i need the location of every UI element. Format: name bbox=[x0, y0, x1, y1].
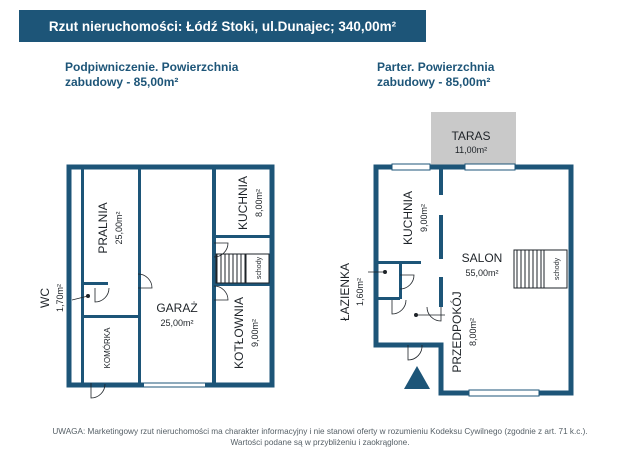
pralnia-area: 25,00m² bbox=[114, 211, 124, 244]
basement-kuchnia-label: KUCHNIA bbox=[236, 176, 250, 230]
ground-floor-heading: Parter. Powierzchnia zabudowy - 85,00m² bbox=[377, 60, 587, 90]
wc-leader-dot bbox=[86, 294, 90, 298]
basement-schody-label: schody bbox=[256, 256, 263, 279]
kotlownia-label: KOTŁOWNIA bbox=[232, 297, 246, 369]
disclaimer-line2: Wartości podane są w przybliżeniu i zaok… bbox=[230, 438, 410, 447]
garage-door-hatch bbox=[144, 382, 205, 388]
lazienka-area: 1,60m² bbox=[355, 278, 365, 306]
basement-heading-line1: Podpiwniczenie. Powierzchnia bbox=[65, 60, 239, 74]
basement-stairs bbox=[215, 253, 247, 284]
ground-kuchnia-label: KUCHNIA bbox=[401, 191, 415, 245]
ground-floor-interior-walls bbox=[378, 169, 443, 307]
wc-area: 1,70m² bbox=[55, 284, 65, 312]
basement-stairs-label-box bbox=[245, 253, 270, 284]
terrace-area bbox=[431, 112, 516, 167]
lazienka-label: ŁAZIENKA bbox=[338, 263, 352, 321]
basement-kuchnia-area: 8,00m² bbox=[254, 189, 264, 217]
wc-label: WC bbox=[38, 288, 52, 308]
ground-kuchnia-area: 9,00m² bbox=[419, 204, 429, 232]
basement-heading-line2: zabudowy - 85,00m² bbox=[65, 75, 179, 89]
ground-floor-door-swings bbox=[391, 274, 442, 361]
ground-floor-stairs-label-box bbox=[543, 249, 568, 289]
garaz-area: 25,00m² bbox=[160, 318, 193, 328]
ground-schody-label: schody bbox=[554, 257, 561, 280]
garage-door-opening bbox=[144, 380, 205, 390]
title-banner: Rzut nieruchomości: Łódź Stoki, ul.Dunaj… bbox=[19, 10, 426, 42]
ground-floor-outer-wall bbox=[373, 164, 574, 396]
wc-leader-line bbox=[71, 295, 89, 301]
disclaimer-line1: UWAGA: Marketingowy rzut nieruchomości m… bbox=[52, 427, 588, 436]
salon-label: SALON bbox=[462, 251, 503, 265]
entrance-arrow-icon bbox=[404, 366, 430, 389]
page-title: Rzut nieruchomości: Łódź Stoki, ul.Dunaj… bbox=[48, 18, 397, 34]
przedpokoj-area: 8,00m² bbox=[468, 318, 478, 346]
komorka-label: KOMÓRKA bbox=[103, 327, 112, 369]
disclaimer: UWAGA: Marketingowy rzut nieruchomości m… bbox=[20, 426, 620, 448]
taras-area: 11,00m² bbox=[455, 145, 487, 155]
taras-label: TARAS bbox=[451, 129, 490, 143]
przedpokoj-label: PRZEDPOKÓJ bbox=[449, 291, 464, 372]
garaz-label: GARAŻ bbox=[156, 301, 197, 315]
ground-floor-stairs bbox=[513, 249, 545, 289]
basement-door-swings bbox=[90, 242, 229, 399]
ground-floor-heading-line2: zabudowy - 85,00m² bbox=[377, 75, 491, 89]
basement-heading: Podpiwniczenie. Powierzchnia zabudowy - … bbox=[65, 60, 275, 90]
pralnia-label: PRALNIA bbox=[96, 202, 110, 253]
ground-floor-windows bbox=[391, 163, 540, 397]
lazienka-leader-dot bbox=[383, 270, 387, 274]
salon-area: 55,00m² bbox=[465, 268, 498, 278]
kotlownia-area: 9,00m² bbox=[250, 319, 260, 347]
przedpokoj-leader-dot bbox=[414, 313, 418, 317]
basement-interior-walls bbox=[81, 169, 270, 383]
basement-plan bbox=[66, 164, 275, 399]
ground-floor-heading-line1: Parter. Powierzchnia bbox=[377, 60, 495, 74]
ground-floor-plan bbox=[368, 112, 574, 397]
